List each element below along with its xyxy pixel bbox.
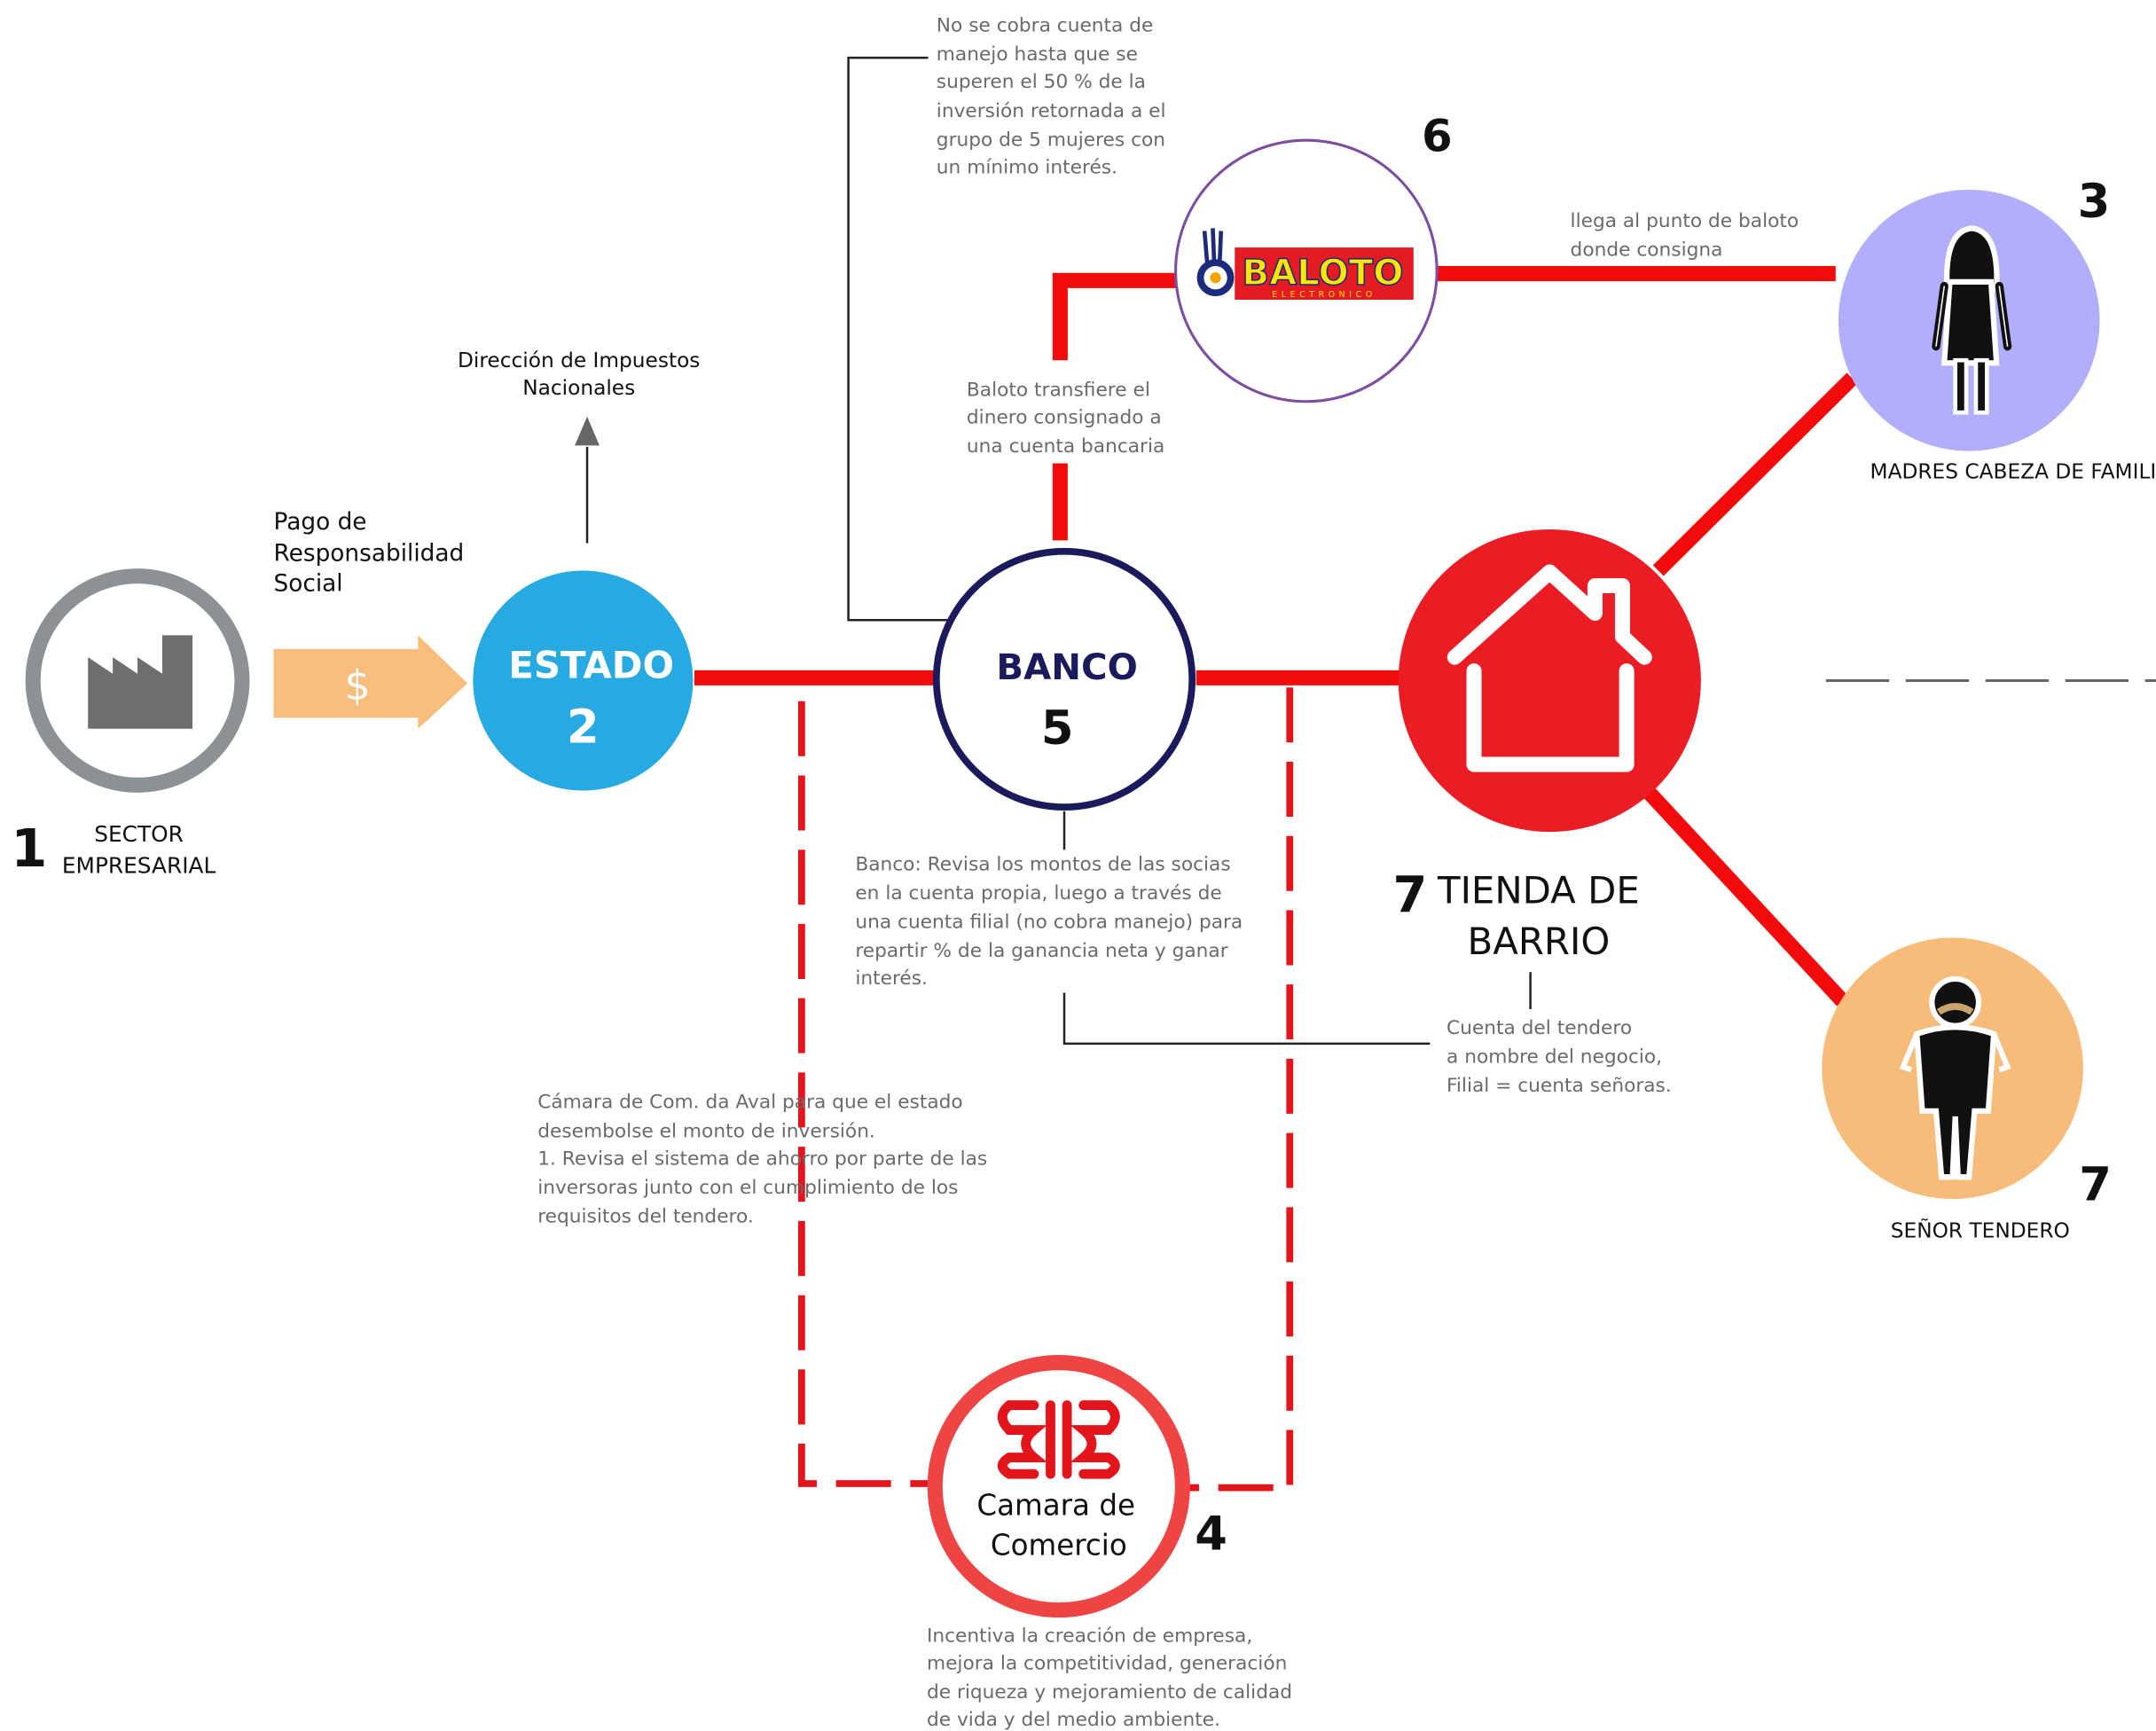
node-estado: ESTADO 2	[473, 570, 694, 791]
tienda-label-line1: TIENDA DE	[1437, 869, 1640, 912]
note-baloto-consigna: llega al punto de baloto donde consigna	[1571, 210, 1799, 262]
note-baloto-transfiere: Baloto transfiere el dinero consignado a…	[967, 380, 1164, 458]
node-tendero: 7 SEÑOR TENDERO	[1822, 937, 2112, 1242]
node-madres: 3 MADRES CABEZA DE FAMILIA	[1838, 175, 2156, 484]
madres-label: MADRES CABEZA DE FAMILIA	[1870, 460, 2156, 484]
note-cuenta-manejo-line: un mínimo interés.	[937, 156, 1117, 178]
note-cuenta-tendero: Cuenta del tendero a nombre del negocio,…	[1446, 1017, 1672, 1097]
node-baloto: BALOTO ELECTRONICO 6	[1174, 111, 1453, 403]
callout-line-tendero	[1062, 992, 1431, 1046]
note-banco-revisa-line: interés.	[855, 967, 928, 990]
baloto-number: 6	[1422, 111, 1453, 162]
pago-line2: Responsabilidad	[274, 541, 465, 568]
pago-line3: Social	[274, 571, 343, 598]
node-camara: Camara de Comercio 4	[927, 1355, 1227, 1618]
note-camara-aval-line: desembolse el monto de inversión.	[537, 1120, 875, 1142]
note-baloto-transfiere-line: dinero consignado a	[967, 407, 1162, 429]
house-icon	[1446, 564, 1652, 772]
note-camara-incentiva-line: de vida y del medio ambiente.	[927, 1709, 1220, 1731]
note-cuenta-manejo-line: inversión retornada a el	[937, 100, 1166, 122]
link-tienda-madres	[1652, 372, 1858, 576]
note-cuenta-manejo-line: grupo de 5 mujeres con	[937, 129, 1165, 151]
sector-label-line2: EMPRESARIAL	[62, 853, 216, 879]
factory-icon	[88, 635, 193, 729]
note-camara-aval-line: Cámara de Com. da Aval para que el estad…	[537, 1092, 962, 1114]
pago-responsabilidad: $ Pago de Responsabilidad Social	[273, 509, 468, 729]
node-tienda: 7 TIENDA DE BARRIO	[1393, 529, 1701, 963]
note-camara-aval: Cámara de Com. da Aval para que el estad…	[537, 1092, 987, 1228]
node-banco: BANCO 5	[932, 547, 1196, 811]
note-baloto-transfiere-line: una cuenta bancaria	[967, 435, 1164, 458]
note-camara-aval-line: inversoras junto con el cumplimiento de …	[537, 1177, 958, 1199]
dian-label: Dirección de Impuestos Nacionales	[458, 349, 700, 400]
estado-number: 2	[567, 700, 600, 754]
connector-lines	[575, 56, 2156, 1492]
baloto-logo-sub: ELECTRONICO	[1272, 290, 1376, 300]
woman-icon	[1932, 225, 2012, 415]
note-baloto-transfiere-line: Baloto transfiere el	[967, 380, 1150, 402]
note-camara-aval-line: 1. Revisa el sistema de ahorro por parte…	[537, 1147, 987, 1170]
note-banco-revisa-line: Banco: Revisa los montos de las socias	[855, 853, 1230, 875]
note-cuenta-manejo-line: superen el 50 % de la	[937, 71, 1146, 93]
baloto-logo-text: BALOTO	[1242, 252, 1403, 294]
note-banco-revisa-line: una cuenta filial (no cobra manejo) para	[855, 912, 1243, 934]
dashed-link-left	[798, 701, 930, 1487]
camara-number: 4	[1195, 1507, 1227, 1561]
note-camara-incentiva-line: de riqueza y mejoramiento de calidad	[927, 1681, 1292, 1704]
tendero-number: 7	[2079, 1158, 2112, 1212]
madres-number: 3	[2078, 175, 2111, 229]
tienda-number: 7	[1393, 866, 1428, 924]
callout-line-cuenta-manejo	[847, 56, 949, 622]
baloto-six-icon	[1196, 259, 1235, 297]
note-baloto-consigna-line: llega al punto de baloto	[1571, 210, 1799, 232]
note-camara-incentiva: Incentiva la creación de empresa, mejora…	[927, 1625, 1292, 1731]
sector-number: 1	[11, 818, 47, 879]
note-camara-incentiva-line: Incentiva la creación de empresa,	[927, 1625, 1252, 1647]
dollar-arrow-icon	[273, 635, 468, 729]
baloto-logo: BALOTO ELECTRONICO	[1196, 228, 1414, 301]
note-baloto-consigna-line: donde consigna	[1571, 239, 1723, 261]
note-cuenta-tendero-line: a nombre del negocio,	[1446, 1046, 1662, 1069]
note-cuenta-manejo: No se cobra cuenta de manejo hasta que s…	[937, 15, 1166, 179]
pago-line1: Pago de	[274, 509, 367, 536]
note-cuenta-tendero-line: Filial = cuenta señoras.	[1446, 1075, 1672, 1097]
note-banco-revisa: Banco: Revisa los montos de las socias e…	[855, 853, 1243, 990]
man-mustache-icon	[1899, 975, 2011, 1180]
link-baloto-bank-upper	[1052, 272, 1178, 361]
note-camara-incentiva-line: mejora la competitividad, generación	[927, 1652, 1287, 1674]
dian-line1: Dirección de Impuestos	[458, 349, 700, 372]
note-banco-revisa-line: repartir % de la ganancia neta y ganar	[855, 940, 1227, 962]
camara-label-line2: Comercio	[991, 1529, 1127, 1563]
up-arrow-icon	[575, 416, 600, 446]
camara-logo	[997, 1400, 1120, 1479]
tendero-label: SEÑOR TENDERO	[1891, 1218, 2070, 1242]
link-tienda-tendero	[1642, 785, 1848, 1006]
dollar-symbol: $	[344, 662, 371, 709]
note-cuenta-tendero-line: Cuenta del tendero	[1446, 1017, 1632, 1039]
banco-number: 5	[1041, 701, 1074, 756]
tienda-label-line2: BARRIO	[1467, 920, 1610, 963]
dashed-link-right	[1185, 687, 1294, 1492]
note-banco-revisa-line: en la cuenta propia, luego a través de	[855, 882, 1221, 905]
dian-line2: Nacionales	[522, 376, 635, 400]
camara-label-line1: Camara de	[976, 1489, 1135, 1523]
note-cuenta-manejo-line: No se cobra cuenta de	[937, 15, 1154, 37]
sector-label-line1: SECTOR	[94, 821, 184, 847]
node-sector-empresarial: 1 SECTOR EMPRESARIAL	[11, 568, 250, 879]
banco-title: BANCO	[996, 646, 1137, 688]
estado-title: ESTADO	[508, 643, 674, 686]
note-camara-aval-line: requisitos del tendero.	[537, 1205, 754, 1227]
note-cuenta-manejo-line: manejo hasta que se	[937, 43, 1138, 66]
